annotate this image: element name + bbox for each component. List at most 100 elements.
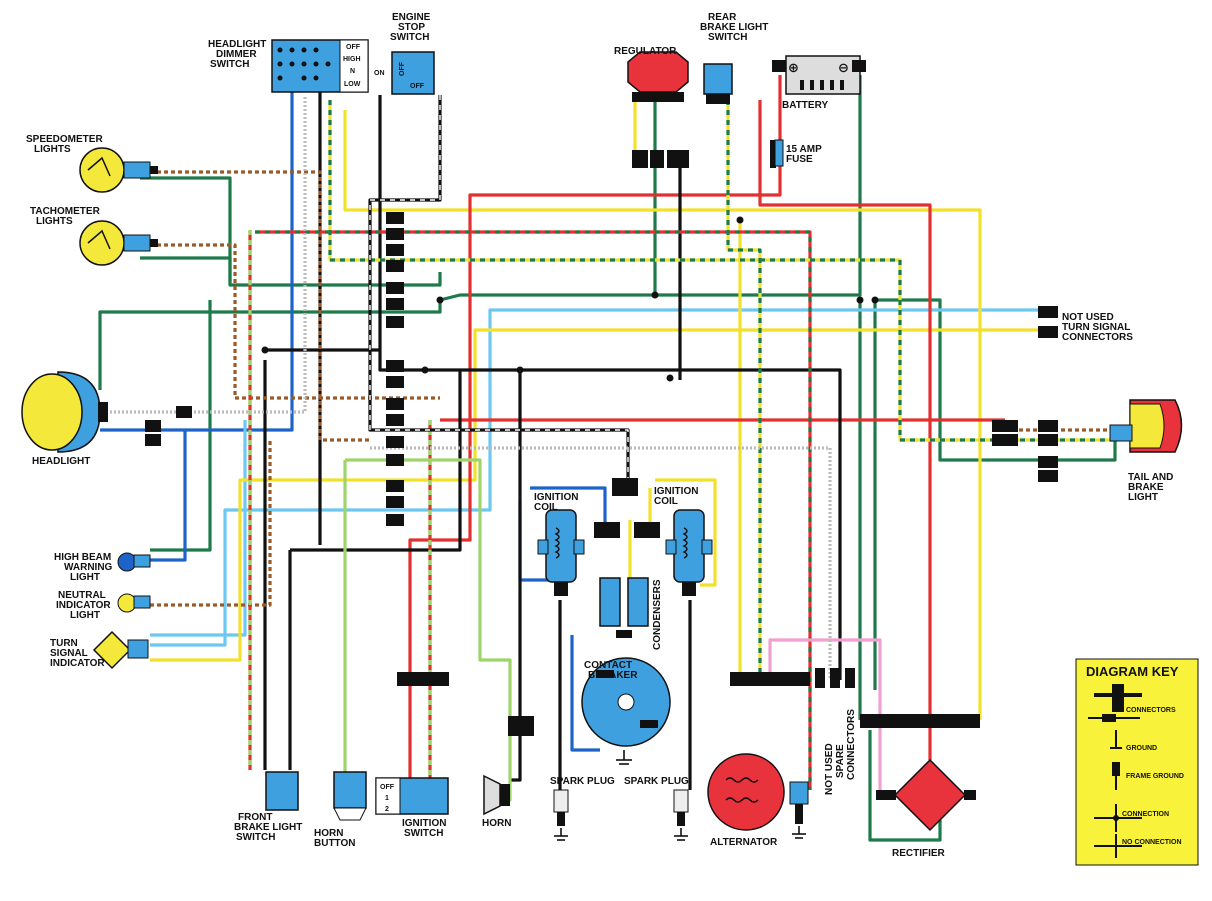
dimmer-label-1: HEADLIGHT (208, 39, 266, 50)
alternator-label: ALTERNATOR (710, 837, 778, 848)
tail-label-2: BRAKE (1128, 482, 1164, 493)
turn-signal-indicator: TURN SIGNAL INDICATOR (50, 630, 149, 670)
fuse: 15 AMP FUSE (774, 139, 822, 167)
spare-label-3: CONNECTORS (846, 709, 857, 780)
ignition-pos-1: 1 (385, 795, 389, 802)
alternator: ALTERNATOR (707, 753, 785, 848)
tachometer-label-1: TACHOMETER (30, 206, 101, 217)
ignition-coil-right: IGNITION COIL (654, 486, 713, 596)
turn-signal-label-1: TURN (50, 638, 78, 649)
horn-button-label-1: HORN (314, 828, 343, 839)
regulator-label: REGULATOR (614, 46, 677, 57)
speedometer-lights: SPEEDOMETER LIGHTS (26, 134, 158, 193)
front-brake-label-2: BRAKE LIGHT (234, 822, 302, 833)
coil-left-label-1: IGNITION (534, 492, 578, 503)
front-brake-light-switch: FRONT BRAKE LIGHT SWITCH (234, 771, 302, 843)
diagram-key: DIAGRAM KEY CONNECTORS GROUND FRAME GROU… (1075, 658, 1199, 866)
dimmer-pos-n: N (350, 68, 355, 75)
neutral-label-3: LIGHT (70, 610, 100, 621)
fuse-label-2: FUSE (786, 154, 813, 165)
ignition-switch-label-1: IGNITION (402, 818, 446, 829)
neutral-label-2: INDICATOR (56, 600, 111, 611)
engine-stop-label-2: STOP (398, 22, 425, 33)
connectors (145, 140, 1058, 736)
dimmer-label-3: SWITCH (210, 59, 249, 70)
not-used-spare-connectors: NOT USED SPARE CONNECTORS (824, 709, 857, 795)
condensers: CONDENSERS (599, 577, 663, 650)
wire-brown (150, 170, 1115, 607)
engine-stop-label-1: ENGINE (392, 12, 431, 23)
neutral-label-1: NEUTRAL (58, 590, 106, 601)
headlight: HEADLIGHT (21, 371, 108, 467)
spare-label-2: SPARE (835, 744, 846, 778)
wire-lightblue (150, 308, 1040, 647)
ignition-switch-label-2: SWITCH (404, 828, 443, 839)
coil-right-label-1: IGNITION (654, 486, 698, 497)
high-beam-warning-light: HIGH BEAM WARNING LIGHT (54, 552, 151, 583)
dimmer-on-label: ON (374, 70, 385, 77)
high-beam-label-3: LIGHT (70, 572, 100, 583)
not-used-turn-label-3: CONNECTORS (1062, 332, 1133, 343)
rectifier-label: RECTIFIER (892, 848, 946, 859)
headlight-dimmer-switch: OFF HIGH N LOW ON HEADLIGHT DIMMER SWITC… (208, 39, 385, 93)
tail-label-3: LIGHT (1128, 492, 1158, 503)
spark-plug-right-label: SPARK PLUG (624, 776, 689, 787)
not-used-turn-label-1: NOT USED (1062, 312, 1114, 323)
regulator: REGULATOR (614, 46, 689, 102)
spark-plug-left-label: SPARK PLUG (550, 776, 615, 787)
wire-green (98, 75, 1117, 842)
rear-brake-light-switch: REAR BRAKE LIGHT SWITCH (700, 12, 768, 104)
connection-dots (261, 216, 879, 382)
neutral-indicator-light: NEUTRAL INDICATOR LIGHT (56, 590, 151, 621)
fuse-label-1: 15 AMP (786, 144, 822, 155)
horn-label: HORN (482, 818, 511, 829)
horn-button: HORN BUTTON (314, 771, 367, 849)
dimmer-label-2: DIMMER (216, 49, 257, 60)
neutral-switch (789, 781, 809, 824)
spare-label-1: NOT USED (824, 743, 835, 795)
key-item-ground: GROUND (1126, 745, 1157, 752)
ground-symbols (554, 750, 806, 841)
battery-minus-icon: ⊖ (838, 60, 849, 75)
speedometer-label-1: SPEEDOMETER (26, 134, 103, 145)
engine-stop-switch: OFF OFF ENGINE STOP SWITCH (390, 12, 435, 95)
battery-plus-icon: ⊕ (788, 60, 799, 75)
turn-signal-label-3: INDICATOR (50, 658, 105, 669)
engine-stop-label-3: SWITCH (390, 32, 429, 43)
condensers-label: CONDENSERS (652, 579, 663, 650)
dimmer-pos-high: HIGH (343, 56, 361, 63)
front-brake-label-3: SWITCH (236, 832, 275, 843)
spark-plug-left: SPARK PLUG (550, 776, 615, 826)
key-item-connectors: CONNECTORS (1126, 707, 1176, 714)
turn-signal-label-2: SIGNAL (50, 648, 88, 659)
ignition-switch: OFF 1 2 IGNITION SWITCH (375, 777, 449, 839)
wire-yellow (150, 100, 1040, 720)
contact-breaker-label-2: BREAKER (588, 670, 638, 681)
wire-red (408, 75, 1005, 780)
battery: ⊕ ⊖ BATTERY (772, 55, 866, 111)
horn-button-label-2: BUTTON (314, 838, 355, 849)
not-used-turn-signal-connectors: NOT USED TURN SIGNAL CONNECTORS (1062, 312, 1133, 343)
battery-label: BATTERY (782, 100, 828, 111)
rear-brake-label-1: REAR (708, 12, 737, 23)
high-beam-label-1: HIGH BEAM (54, 552, 111, 563)
key-item-connection: CONNECTION (1122, 811, 1169, 818)
headlight-label: HEADLIGHT (32, 456, 90, 467)
rectifier: RECTIFIER (876, 758, 976, 859)
engine-stop-off-2: OFF (410, 83, 425, 90)
coil-right-label-2: COIL (654, 496, 678, 507)
horn: HORN (482, 774, 511, 829)
wires (98, 75, 1117, 842)
contact-breaker: CONTACT BREAKER (581, 657, 671, 747)
speedometer-label-2: LIGHTS (34, 144, 71, 155)
spark-plug-right: SPARK PLUG (624, 776, 689, 826)
key-item-frame-ground: FRAME GROUND (1126, 773, 1184, 780)
front-brake-label-1: FRONT (238, 812, 272, 823)
wire-gray (110, 95, 832, 680)
not-used-turn-label-2: TURN SIGNAL (1062, 322, 1130, 333)
engine-stop-off-1: OFF (399, 61, 406, 76)
rear-brake-label-2: BRAKE LIGHT (700, 22, 768, 33)
tachometer-lights: TACHOMETER LIGHTS (30, 206, 158, 266)
high-beam-label-2: WARNING (64, 562, 113, 573)
